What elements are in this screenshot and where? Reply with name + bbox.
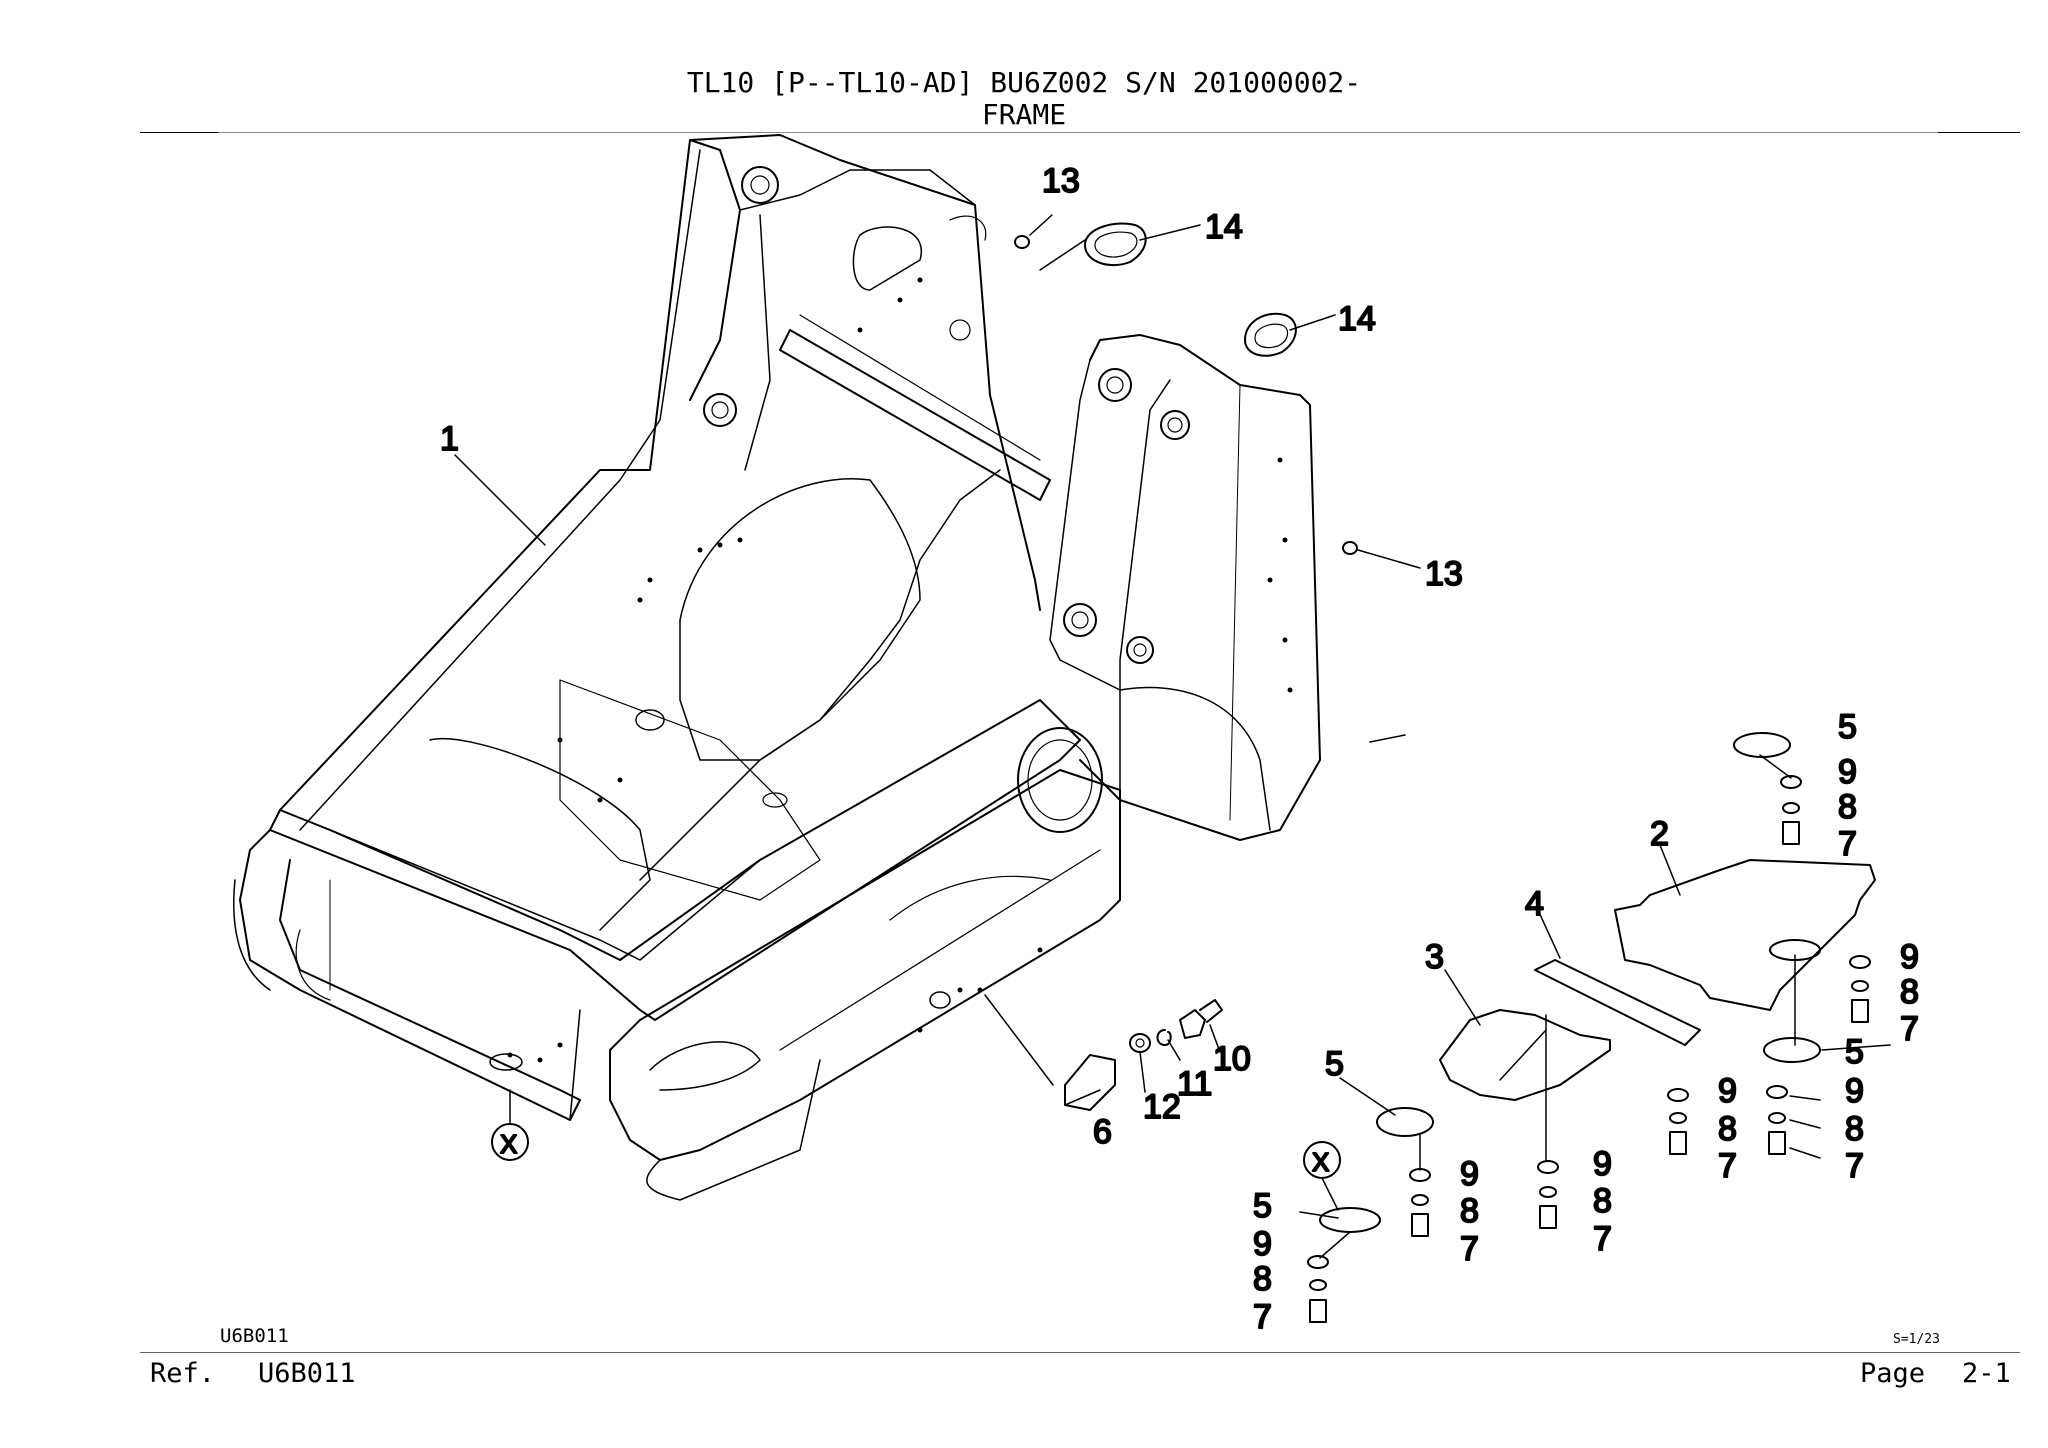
callout-5-left: 5 — [1253, 1187, 1272, 1225]
ref-value: U6B011 — [258, 1358, 356, 1389]
callout-6: 6 — [1093, 1113, 1112, 1151]
callout-13-right: 13 — [1425, 555, 1463, 593]
callout-13-top: 13 — [1042, 162, 1080, 200]
grommet-14-top — [1084, 222, 1147, 267]
grommet-14-mid — [1244, 312, 1297, 357]
page-title: FRAME — [981, 98, 1067, 131]
header-rule-left — [140, 132, 218, 133]
callout-9-mid: 9 — [1460, 1155, 1479, 1193]
cover-5-left — [1319, 1207, 1381, 1233]
callout-7-strip: 7 — [1718, 1147, 1737, 1185]
drawing-code: U6B011 — [220, 1325, 289, 1347]
cover-5-mid — [1376, 1107, 1434, 1137]
callout-5-top: 5 — [1838, 708, 1857, 746]
callout-7-plate: 7 — [1900, 1010, 1919, 1048]
header-rule-right — [1938, 132, 2020, 133]
model-serial-line: TL10 [P--TL10-AD] BU6Z002 S/N 201000002- — [686, 66, 1362, 99]
callout-9-top: 9 — [1838, 753, 1857, 791]
cover-5-right — [1763, 1037, 1821, 1063]
scale-note: S=1/23 — [1893, 1332, 1940, 1347]
ref-label: Ref. — [150, 1358, 216, 1389]
cover-5-top — [1733, 732, 1791, 758]
callout-7-left: 7 — [1253, 1298, 1272, 1336]
callout-8-mid: 8 — [1460, 1192, 1479, 1230]
plug-13-right — [1342, 541, 1358, 555]
washer-12 — [1129, 1033, 1151, 1053]
callout-14-top: 14 — [1205, 208, 1243, 246]
callout-7-mid: 7 — [1460, 1230, 1479, 1268]
view-x-label-left: X — [500, 1129, 517, 1159]
callout-4: 4 — [1525, 885, 1544, 923]
callout-5-mid: 5 — [1325, 1045, 1344, 1083]
plug-13-top — [1014, 235, 1030, 249]
callout-9-strip: 9 — [1718, 1072, 1737, 1110]
callout-11: 11 — [1177, 1065, 1212, 1103]
footer-rule — [140, 1352, 2020, 1353]
callout-9-plate: 9 — [1900, 938, 1919, 976]
callout-14-mid: 14 — [1338, 300, 1376, 338]
callout-7-cover3: 7 — [1593, 1220, 1612, 1258]
callout-12: 12 — [1143, 1088, 1181, 1126]
cover-plate-3 — [1439, 1009, 1611, 1101]
strip-plate-4 — [1534, 959, 1701, 1046]
callout-9-right: 9 — [1845, 1072, 1864, 1110]
callout-8-top: 8 — [1838, 788, 1857, 826]
callout-2: 2 — [1650, 815, 1669, 853]
callout-3: 3 — [1425, 938, 1444, 976]
lock-washer-11 — [1156, 1029, 1172, 1046]
leader-lines — [454, 214, 1891, 1259]
callout-8-plate: 8 — [1900, 973, 1919, 1011]
callout-8-cover3: 8 — [1593, 1182, 1612, 1220]
callout-5-right: 5 — [1845, 1033, 1864, 1071]
bolt-10 — [1179, 999, 1223, 1039]
bottom-plate-2 — [1614, 859, 1876, 1011]
callout-10: 10 — [1213, 1040, 1251, 1078]
callout-9-left: 9 — [1253, 1225, 1272, 1263]
callout-9-cover3: 9 — [1593, 1145, 1612, 1183]
callout-7-right: 7 — [1845, 1147, 1864, 1185]
view-x-label-right: X — [1312, 1147, 1329, 1177]
callout-8-left: 8 — [1253, 1260, 1272, 1298]
hardware-stacks — [1307, 775, 1871, 1323]
callout-7-top: 7 — [1838, 825, 1857, 863]
callout-8-right: 8 — [1845, 1110, 1864, 1148]
main-frame — [233, 134, 1321, 1201]
callout-1: 1 — [440, 420, 459, 458]
header-rule — [218, 132, 1938, 133]
page-label: Page — [1860, 1358, 1926, 1389]
page-number: 2-1 — [1962, 1358, 2011, 1389]
callout-8-strip: 8 — [1718, 1110, 1737, 1148]
